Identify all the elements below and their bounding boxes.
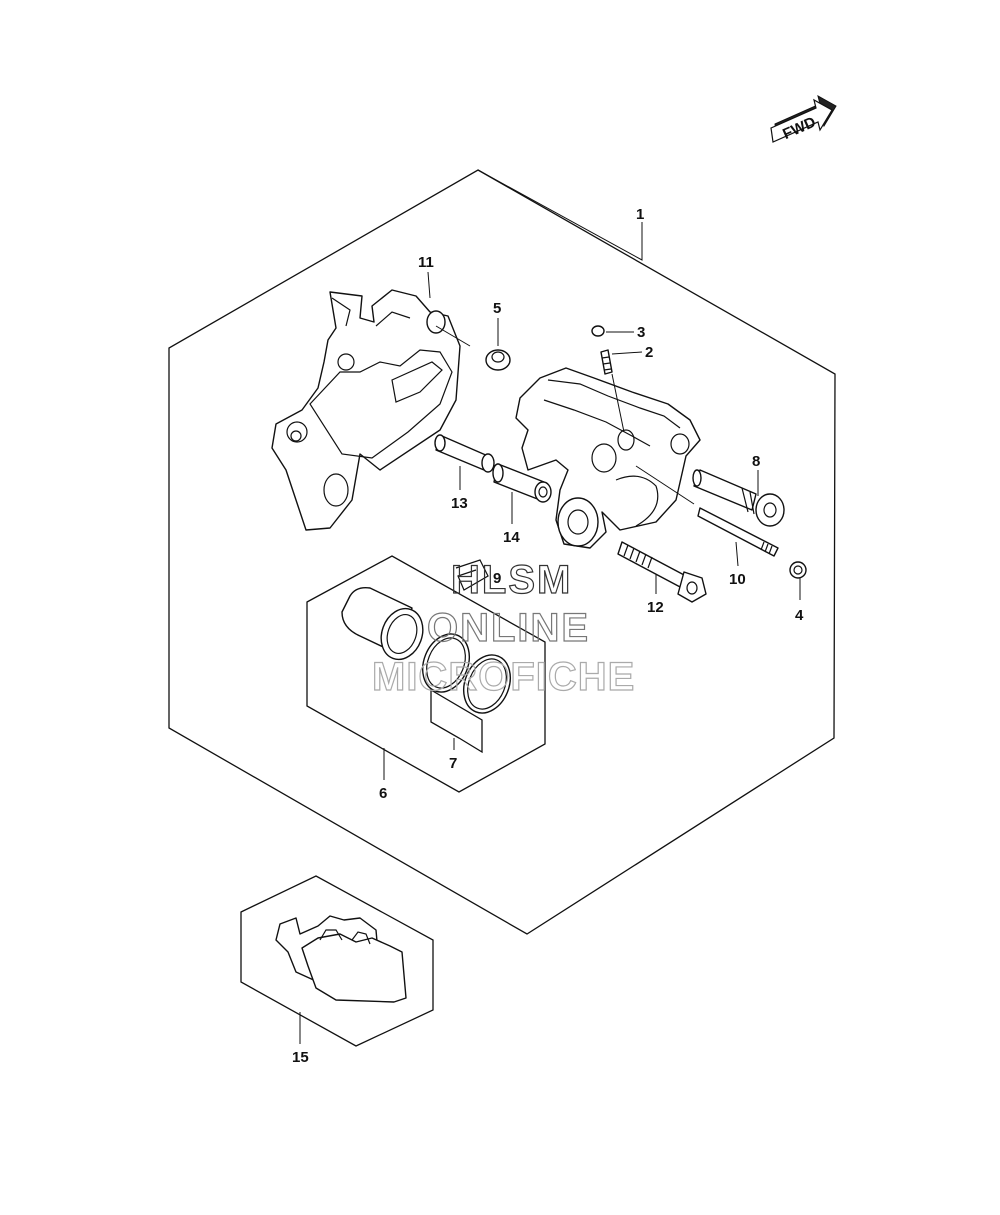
caliper-body xyxy=(515,367,701,549)
callout-4: 4 xyxy=(795,607,804,624)
fwd-arrow-icon: FWD xyxy=(770,95,837,143)
callout-11: 11 xyxy=(418,254,434,271)
bolt-12 xyxy=(617,541,707,603)
nut-4 xyxy=(789,561,807,579)
bleeder-screw-2 xyxy=(600,349,613,375)
boot-5 xyxy=(485,349,511,371)
watermark-line3: MICROFICHE xyxy=(372,655,635,699)
callout-14: 14 xyxy=(503,529,520,546)
callout-9: 9 xyxy=(493,570,501,587)
callout-1: 1 xyxy=(636,206,644,223)
seals-7 xyxy=(422,633,511,714)
callout-3: 3 xyxy=(637,324,645,341)
callout-7: 7 xyxy=(449,755,457,772)
slide-pin-13 xyxy=(434,434,495,473)
watermark-line2: ONLINE xyxy=(427,606,590,650)
leader-lines xyxy=(299,169,801,1044)
caliper-bracket xyxy=(271,289,461,531)
callout-10: 10 xyxy=(729,571,746,588)
bleeder-cap-3 xyxy=(591,325,605,337)
callout-15: 15 xyxy=(292,1049,309,1066)
callout-6: 6 xyxy=(379,785,387,802)
pin-bolt-8 xyxy=(692,469,785,527)
brake-pads-15 xyxy=(275,915,407,1003)
assembly-frame xyxy=(168,169,836,935)
fwd-label: FWD xyxy=(780,114,818,143)
piston-kit-frame xyxy=(306,555,546,793)
boot-14 xyxy=(492,463,552,503)
spring-clip-9 xyxy=(455,559,489,591)
callout-2: 2 xyxy=(645,344,653,361)
watermark: HLSM ONLINE MICROFICHE xyxy=(371,557,635,699)
pad-kit-frame xyxy=(240,875,434,1047)
callout-13: 13 xyxy=(451,495,468,512)
callout-12: 12 xyxy=(647,599,664,616)
seal-kit-frame xyxy=(430,688,483,754)
callout-8: 8 xyxy=(752,453,760,470)
callout-5: 5 xyxy=(493,300,501,317)
watermark-line1: HLSM xyxy=(451,558,572,602)
piston-6 xyxy=(341,586,424,661)
pin-10 xyxy=(697,507,779,557)
callout-labels: 1 2 3 4 5 6 7 8 9 10 11 12 13 14 15 xyxy=(292,206,804,1066)
